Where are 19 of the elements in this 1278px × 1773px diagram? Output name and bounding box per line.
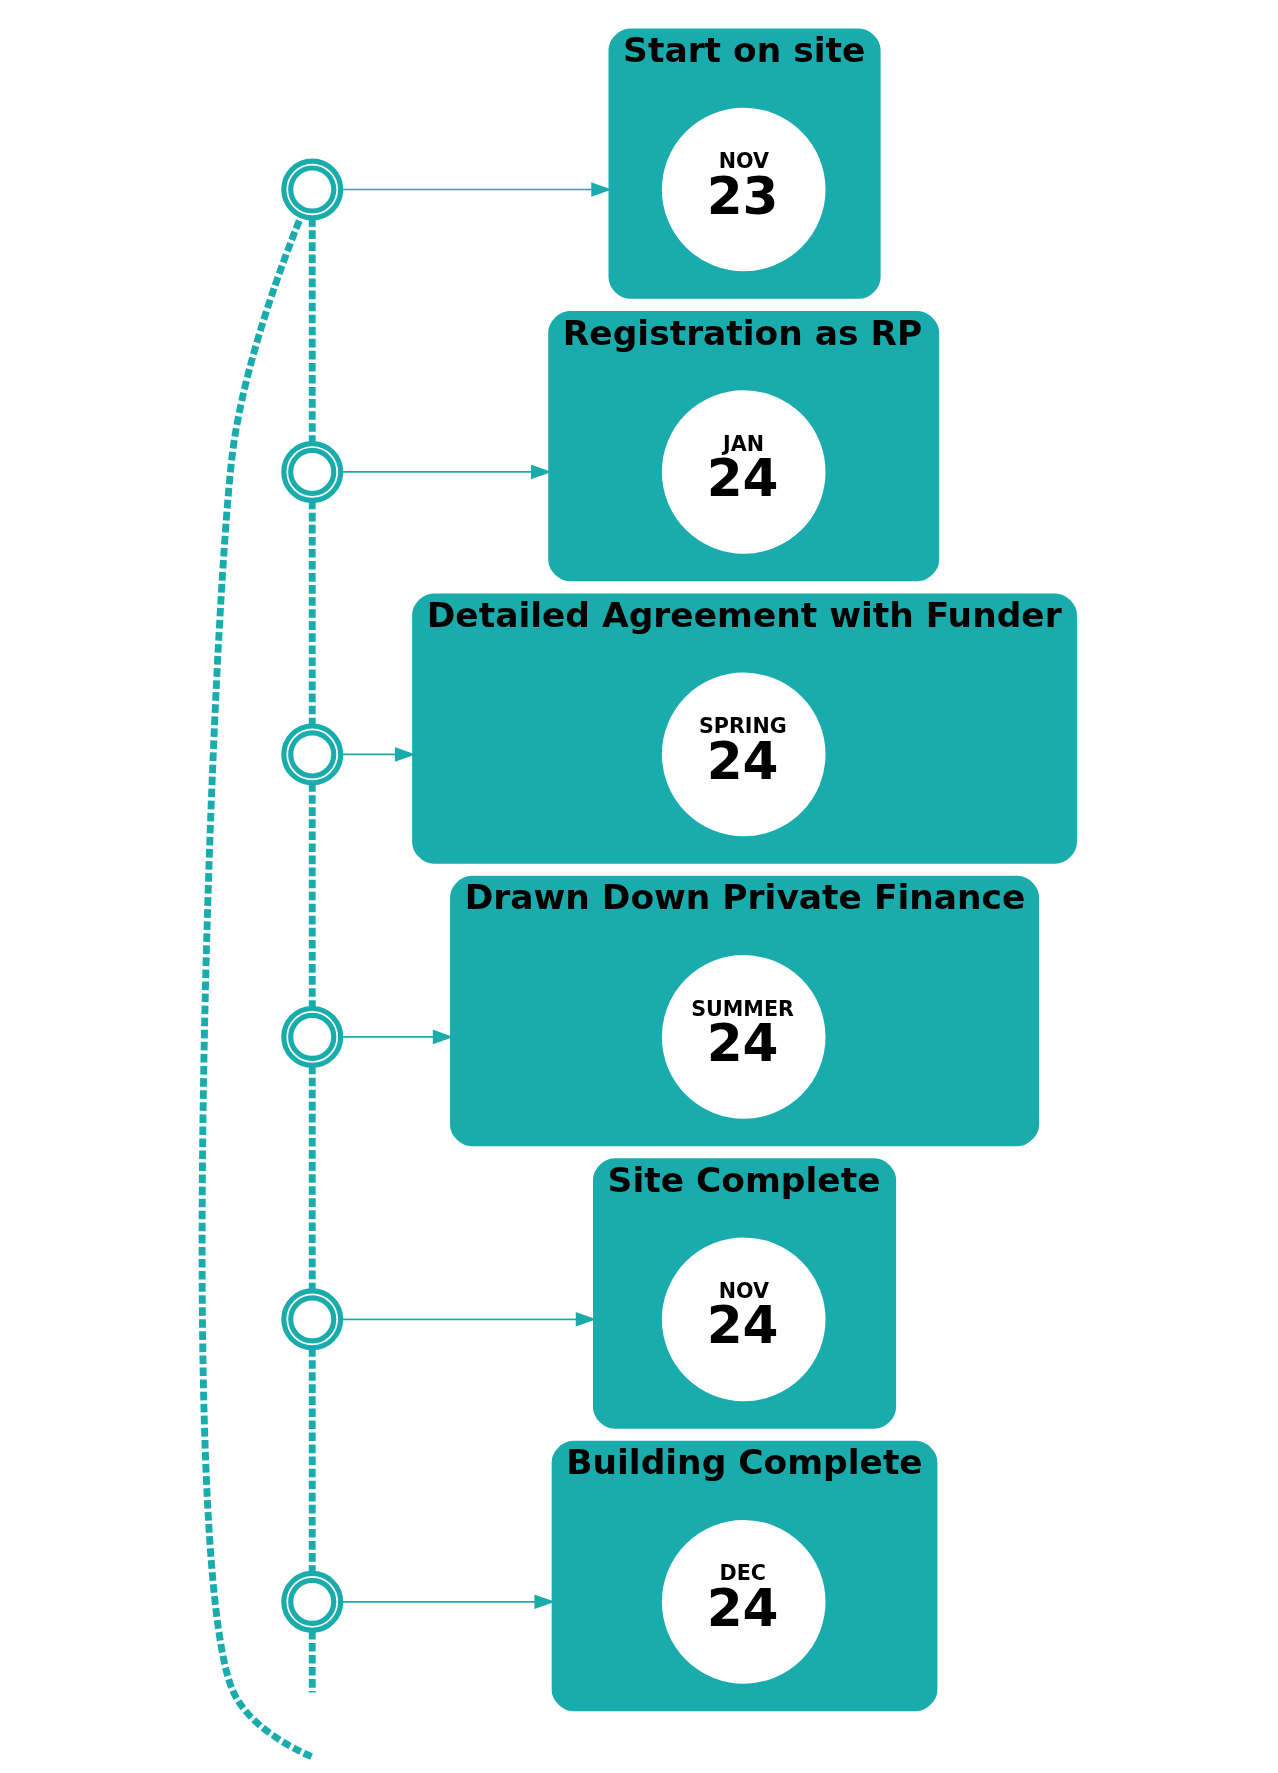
connector [308,1348,316,1574]
node-circle: DEC 24 [661,1520,826,1684]
node-circle [281,1005,344,1068]
connector [308,218,316,444]
connector [198,214,314,1760]
node-circle: JAN 24 [661,390,826,554]
node-circle [281,723,344,786]
node-circle: SPRING 24 [661,672,826,837]
node-circle: NOV 23 [661,107,826,272]
connector [308,500,316,726]
connector [308,1630,316,1693]
connector [308,783,316,1009]
node-circle: SUMMER 24 [661,955,826,1119]
node-circle: NOV 24 [661,1237,826,1402]
node-circle [281,158,344,221]
node-circle [281,1570,344,1633]
connector [308,1065,316,1291]
node-circle [281,1288,344,1351]
node-circle [281,440,344,503]
